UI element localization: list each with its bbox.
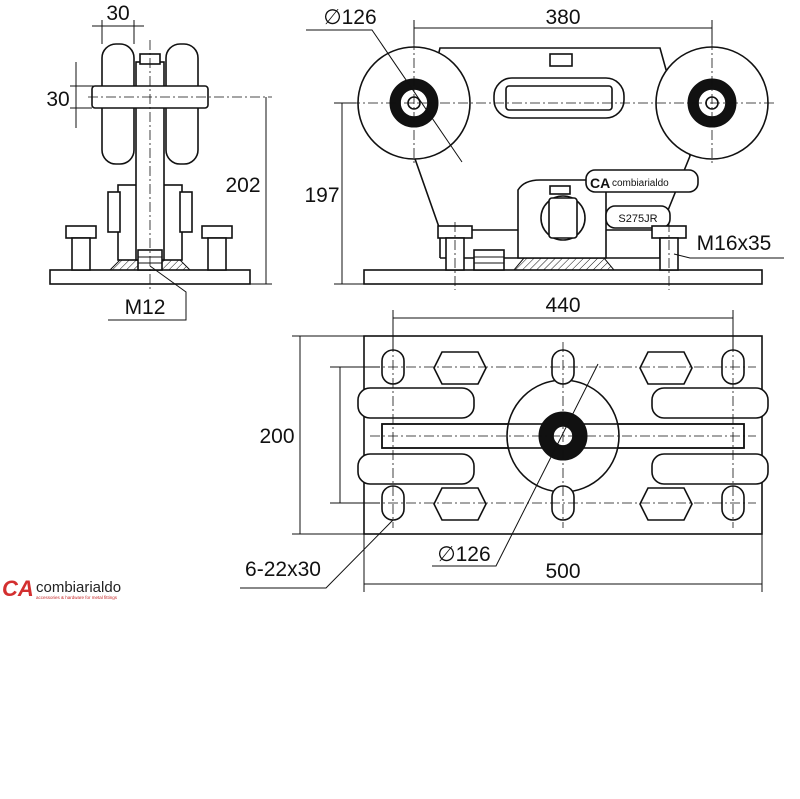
plan-roller-top-left: [357, 387, 475, 419]
plan-bolt-2: [639, 351, 693, 385]
front-center-nut: [473, 249, 505, 271]
front-wheel-diameter-dim: ∅126: [323, 6, 376, 29]
brand-logo-mark: CA: [2, 576, 34, 601]
plan-length-dim: 500: [545, 560, 580, 583]
front-base-plate: [363, 269, 763, 285]
front-wheel-spacing-dim: 380: [545, 6, 580, 29]
side-axle-offset-dim: 30: [46, 88, 69, 111]
plan-bolt-3: [433, 487, 487, 521]
plan-width-dim: 200: [259, 425, 294, 448]
plan-slots-dim: 6-22x30: [245, 558, 321, 581]
front-weld: [512, 257, 616, 271]
front-height-dim: 197: [304, 184, 339, 207]
side-bolt-shank-right: [207, 237, 227, 271]
front-model-plate: [605, 205, 671, 229]
side-height-dim: 202: [225, 174, 260, 197]
side-pedestal-lug-left: [107, 191, 121, 233]
side-bolt-head-right: [201, 225, 233, 239]
front-slot-inner: [505, 85, 613, 111]
side-bolt-shank-left: [71, 237, 91, 271]
front-view: combiarialdo CA S275JR 380 ∅126 197 M16x…: [304, 6, 784, 290]
side-view: 30 30 202 M12: [46, 2, 272, 321]
plan-roller-top-right: [651, 387, 769, 419]
brand-name: combiarialdo: [36, 579, 121, 596]
plan-roller-bottom-left: [357, 453, 475, 485]
front-plate-model: S275JR: [618, 213, 657, 225]
front-bolt-label: M16x35: [697, 232, 772, 255]
brand-logo: CA combiarialdo accessories & hardware f…: [2, 576, 121, 601]
front-brand-plate: [585, 169, 699, 193]
brand-tagline: accessories & hardware for metal fitting…: [36, 595, 118, 600]
side-bolt-label: M12: [125, 296, 166, 319]
plan-bolt-1: [433, 351, 487, 385]
plan-bolt-4: [639, 487, 693, 521]
plan-wheel-diameter-dim: ∅126: [437, 543, 490, 566]
side-pedestal-lug-right: [179, 191, 193, 233]
plan-view: 440 200 500 ∅126 6-22x30: [240, 294, 769, 592]
side-bolt-head-left: [65, 225, 97, 239]
front-plate-logo: CA: [590, 175, 610, 191]
plan-hole-spacing-dim: 440: [545, 294, 580, 317]
side-wheel-width-dim: 30: [106, 2, 129, 25]
plan-roller-bottom-right: [651, 453, 769, 485]
front-top-bolt: [549, 53, 573, 67]
front-plate-brand: combiarialdo: [612, 178, 669, 189]
